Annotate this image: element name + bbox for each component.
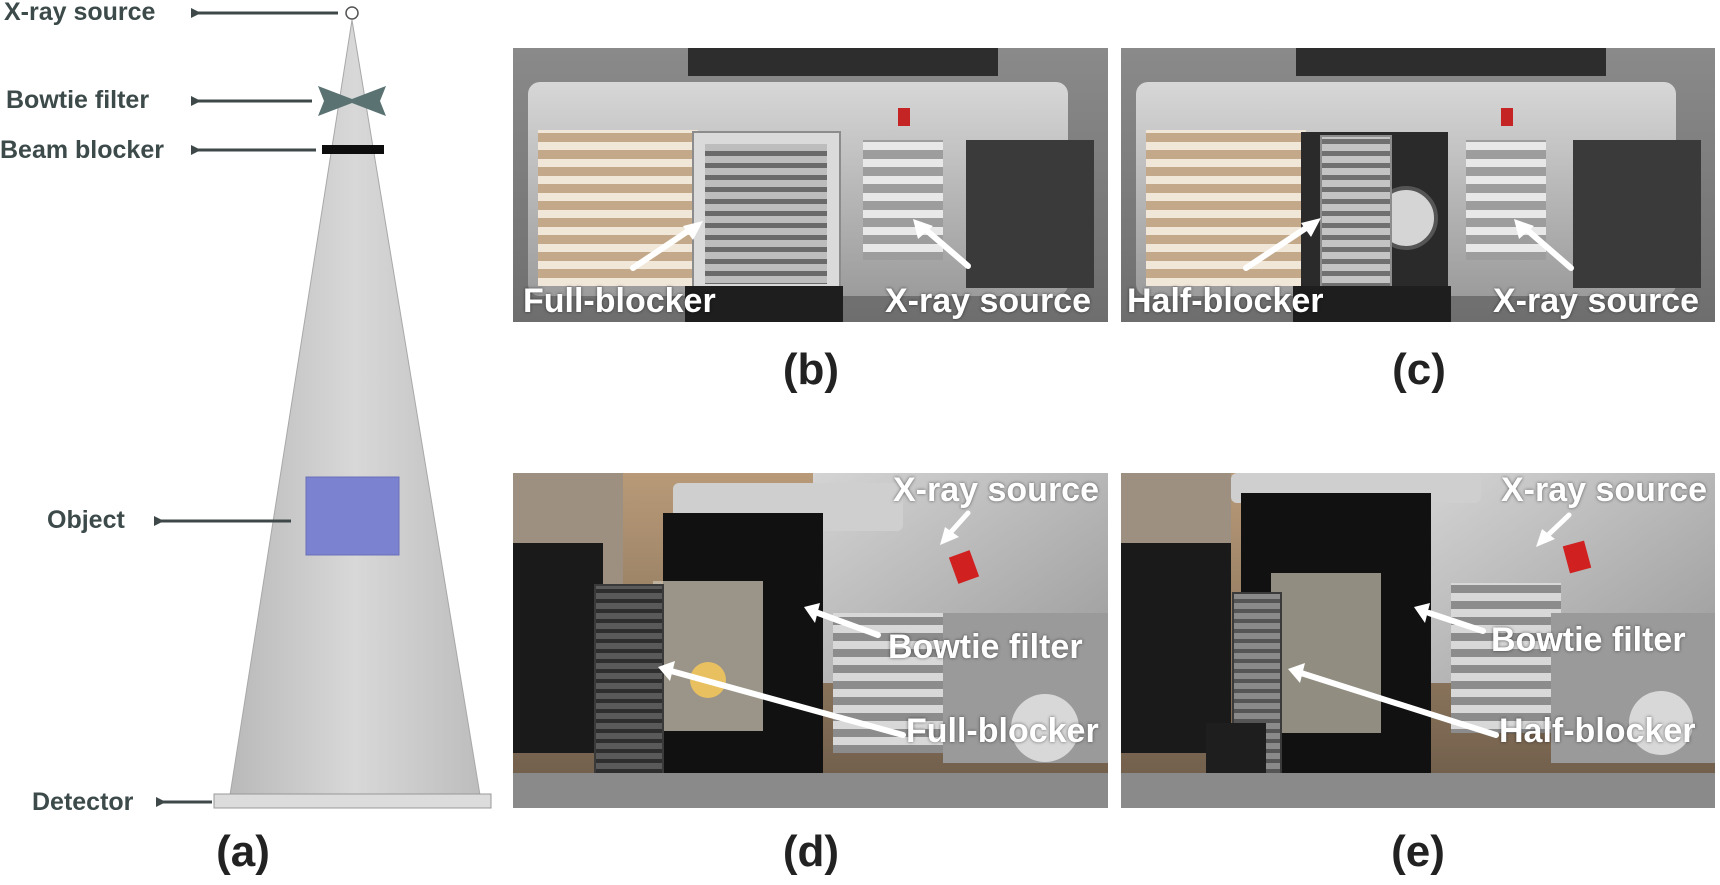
photo-panel-e: X-ray source Bowtie filter Half-blocker xyxy=(1121,473,1715,808)
panel-label-e: (e) xyxy=(1391,827,1445,876)
photo-c-arrows xyxy=(1243,218,1574,271)
photo-panel-d: X-ray source Bowtie filter Full-blocker xyxy=(513,473,1108,808)
photo-c-label-xray-source: X-ray source xyxy=(1493,282,1699,320)
bowtie-filter-shape xyxy=(318,86,386,116)
panel-label-a: (a) xyxy=(216,827,270,876)
photo-d-label-bowtie-filter: Bowtie filter xyxy=(888,628,1083,666)
photo-d-label-xray-source: X-ray source xyxy=(893,473,1099,509)
label-beam-blocker: Beam blocker xyxy=(0,136,164,164)
photo-e-label-xray-source: X-ray source xyxy=(1501,473,1707,509)
photo-e-label-half-blocker: Half-blocker xyxy=(1499,712,1696,750)
detector-plate xyxy=(213,793,492,809)
photo-d-arrows xyxy=(658,510,971,738)
photo-d-label-full-blocker: Full-blocker xyxy=(906,712,1099,750)
panel-label-d: (d) xyxy=(782,827,840,876)
photo-b-arrows xyxy=(630,219,971,271)
photo-e-label-bowtie-filter: Bowtie filter xyxy=(1491,621,1686,659)
xray-beam-cone xyxy=(229,19,481,796)
photo-d-illustration xyxy=(513,473,1108,808)
photo-c-label-half-blocker: Half-blocker xyxy=(1127,282,1324,320)
label-bowtie-filter: Bowtie filter xyxy=(6,86,150,114)
label-xray-source: X-ray source xyxy=(4,0,156,26)
photo-e-arrows xyxy=(1288,512,1572,738)
photo-panel-c: Half-blocker X-ray source xyxy=(1121,48,1715,322)
photo-e-illustration xyxy=(1121,473,1715,808)
xray-source-point xyxy=(345,6,359,20)
beam-blocker-bar xyxy=(322,145,384,154)
photo-b-label-full-blocker: Full-blocker xyxy=(523,282,716,320)
panel-label-c: (c) xyxy=(1392,345,1446,394)
object-block xyxy=(305,476,400,556)
photo-b-label-xray-source: X-ray source xyxy=(885,282,1091,320)
panel-label-b: (b) xyxy=(782,345,840,394)
photo-b-illustration xyxy=(513,48,1108,322)
photo-panel-b: Full-blocker X-ray source xyxy=(513,48,1108,322)
photo-c-illustration xyxy=(1121,48,1715,322)
cbct-schematic xyxy=(154,6,492,809)
label-detector: Detector xyxy=(32,788,134,816)
label-object: Object xyxy=(47,506,125,534)
